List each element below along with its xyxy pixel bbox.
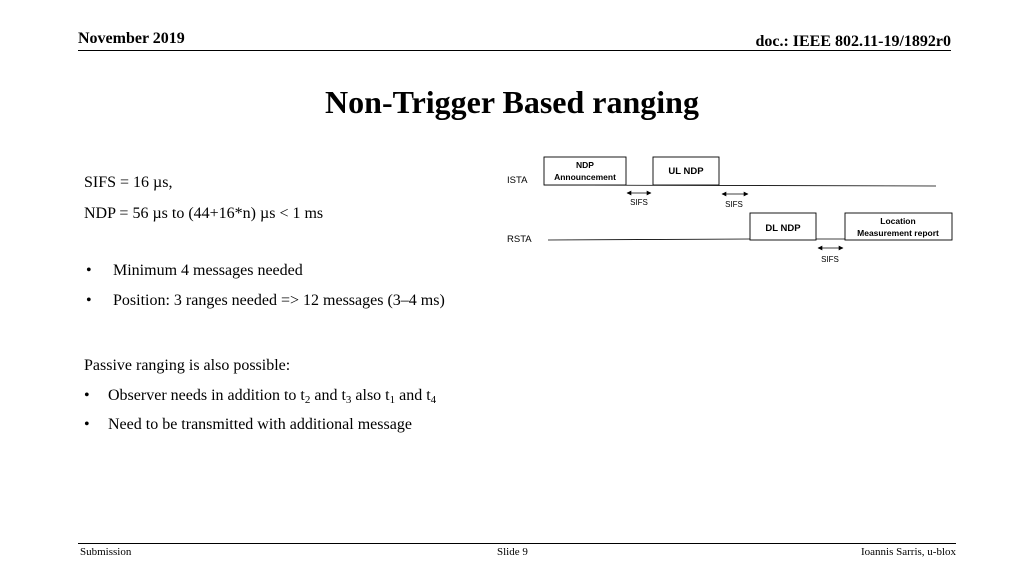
sifs-label-3: SIFS [821,255,839,264]
passive-b1-sub-2: 2 [304,394,311,406]
bullet-2-marker: • [86,292,92,309]
sifs-label-2: SIFS [725,200,743,209]
footer-divider [78,543,956,544]
passive-bullet-2-marker: • [84,416,90,433]
passive-b1-sub-1: 1 [389,394,396,406]
sifs-interval-2: SIFS [721,191,749,209]
ndp-line: NDP = 56 µs to (44+16*n) µs < 1 ms [84,205,324,222]
passive-bullet-1-text: Observer needs in addition to t2 and t3 … [108,386,436,406]
passive-b1-and-1: and t [310,387,346,404]
bullet-1-text: Minimum 4 messages needed [113,262,303,279]
header-doc-id: doc.: IEEE 802.11-19/1892r0 [755,33,951,50]
bullet-1-marker: • [86,262,92,279]
passive-b1-sub-3: 3 [345,394,352,406]
ndp-announcement-line-1: NDP [576,160,594,170]
location-measurement-report-frame: Location Measurement report [844,212,953,241]
passive-intro: Passive ranging is also possible: [84,357,291,374]
passive-b1-prefix: Observer needs in addition to t [108,387,305,404]
header-divider [78,50,951,51]
sifs-interval-1: SIFS [626,190,652,207]
ndp-announcement-frame: NDP Announcement [543,156,627,186]
dl-ndp-frame: DL NDP [749,212,817,241]
passive-b1-sub-4: 4 [430,394,437,406]
ul-ndp-label: UL NDP [668,166,704,177]
footer-submission: Submission [80,546,132,558]
dl-ndp-label: DL NDP [765,223,801,234]
ista-label: ISTA [507,175,528,186]
passive-b1-also: also t [351,387,390,404]
location-report-line-2: Measurement report [857,228,939,238]
sifs-line: SIFS = 16 µs, [84,174,173,191]
rsta-label: RSTA [507,234,532,245]
ndp-announcement-line-2: Announcement [554,172,616,182]
passive-bullet-1-marker: • [84,387,90,404]
slide-title: Non-Trigger Based ranging [325,84,699,120]
header-date: November 2019 [78,30,185,47]
ranging-timing-diagram: ISTA RSTA NDP Announcement UL NDP DL NDP… [507,156,953,264]
footer-author: Ioannis Sarris, u-blox [860,546,956,558]
footer-slide-number: Slide 9 [497,546,528,558]
ul-ndp-frame: UL NDP [652,156,720,186]
sifs-interval-3: SIFS [817,245,844,264]
passive-b1-and-2: and t [395,387,431,404]
location-report-line-1: Location [880,216,915,226]
rsta-timeline-segment-1 [547,238,751,241]
sifs-label-1: SIFS [630,198,648,207]
bullet-2-text: Position: 3 ranges needed => 12 messages… [113,292,445,309]
passive-bullet-2-text: Need to be transmitted with additional m… [108,416,412,433]
